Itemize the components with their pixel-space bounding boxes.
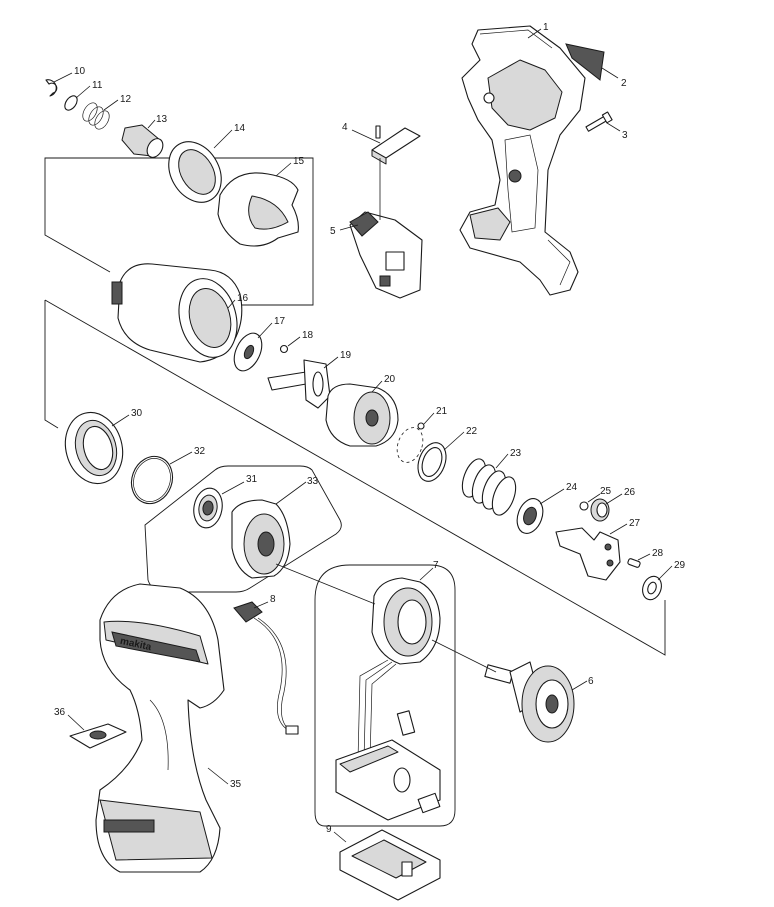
assembly-frame-lower (44, 300, 59, 429)
part-number-labels: 1 2 3 4 5 6 7 8 9 10 11 12 13 14 15 16 1… (54, 22, 686, 835)
part-number-36: 36 (54, 707, 66, 718)
o-ring-32 (130, 455, 174, 505)
part-number-6: 6 (588, 676, 594, 687)
sleeve (121, 124, 164, 158)
part-number-4: 4 (342, 122, 348, 133)
part-number-8: 8 (270, 594, 276, 605)
tapping-screw (585, 111, 613, 132)
gear-housing-33 (231, 499, 291, 579)
compression-spring-23 (461, 458, 517, 516)
part-number-27: 27 (629, 518, 641, 529)
name-plate (565, 43, 605, 81)
anvil (555, 527, 621, 581)
controller (335, 577, 441, 821)
part-number-22: 22 (466, 426, 478, 437)
hammer-case (111, 263, 243, 363)
plate-36 (69, 723, 127, 749)
flat-washer-29 (642, 575, 662, 601)
part-number-35: 35 (230, 779, 242, 790)
part-number-23: 23 (510, 448, 522, 459)
hammer (325, 383, 399, 447)
part-number-10: 10 (74, 66, 86, 77)
leader-lines (53, 28, 673, 843)
part-number-5: 5 (330, 226, 336, 237)
part-number-7: 7 (433, 560, 439, 571)
part-number-30: 30 (131, 408, 143, 419)
part-number-14: 14 (234, 123, 246, 134)
terminal (339, 829, 441, 901)
flat-washer-17 (233, 332, 263, 372)
part-number-20: 20 (384, 374, 396, 385)
o-ring-32-inner (133, 458, 171, 502)
part-number-29: 29 (674, 560, 686, 571)
part-number-18: 18 (302, 330, 314, 341)
flat-washer-24 (516, 498, 544, 534)
part-number-1: 1 (543, 22, 549, 33)
hammer-case-cover (217, 172, 299, 247)
part-number-24: 24 (566, 482, 578, 493)
cover-ring (168, 141, 222, 203)
part-number-32: 32 (194, 446, 206, 457)
group-7-frame (314, 564, 456, 827)
part-number-16: 16 (237, 293, 249, 304)
part-number-33: 33 (307, 476, 319, 487)
part-number-15: 15 (293, 156, 305, 167)
pin-28 (627, 558, 641, 568)
ball-bearing-31 (193, 487, 223, 529)
part-number-25: 25 (600, 486, 612, 497)
steel-ball-21 (417, 422, 425, 430)
rotor (484, 661, 575, 743)
part-number-19: 19 (340, 350, 352, 361)
part-number-26: 26 (624, 487, 636, 498)
ball-guide-21 (396, 427, 424, 463)
part-number-13: 13 (156, 114, 168, 125)
spindle (267, 359, 331, 409)
retaining-ring (45, 79, 58, 97)
compression-spring (82, 102, 110, 130)
switch-lever (371, 125, 421, 165)
internal-gear (64, 411, 124, 485)
assembly-frame-lower-diag (44, 299, 666, 656)
part-number-3: 3 (622, 130, 628, 141)
part-number-2: 2 (621, 78, 627, 89)
switch-unit (349, 211, 423, 299)
flat-washer-22 (417, 442, 447, 482)
steel-ball-18 (279, 344, 289, 354)
part-number-31: 31 (246, 474, 258, 485)
part-number-11: 11 (92, 80, 103, 91)
steel-ball-25 (579, 501, 589, 511)
housing-right-half (459, 25, 586, 296)
housing-left-half: makita (95, 583, 225, 873)
ring-washer (64, 95, 78, 111)
part-number-28: 28 (652, 548, 664, 559)
part-number-17: 17 (274, 316, 286, 327)
part-number-21: 21 (436, 406, 448, 417)
spur-gear-26 (590, 498, 610, 522)
part-number-9: 9 (326, 824, 332, 835)
led-circuit (233, 601, 299, 735)
part-number-12: 12 (120, 94, 132, 105)
